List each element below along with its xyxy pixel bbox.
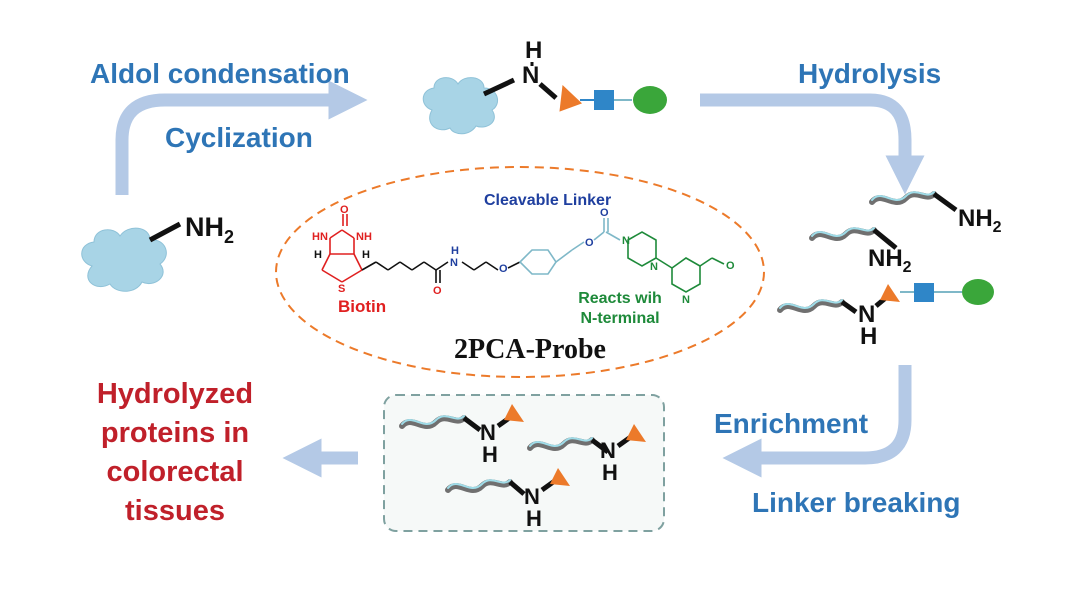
- atom-h: H: [482, 442, 498, 467]
- atom-s: S: [338, 283, 345, 295]
- svg-text:NH2: NH2: [868, 245, 912, 276]
- enriched-peptide-2: N H: [530, 424, 646, 485]
- peptide-labeled: N H: [780, 279, 994, 350]
- peptide-nh2-a: NH2: [872, 192, 1002, 236]
- atom-n: N: [524, 484, 540, 509]
- linker-moiety: [518, 218, 621, 275]
- arrow-aldol: [115, 80, 368, 195]
- enriched-peptide-3: N H: [448, 468, 570, 531]
- probe-title: 2PCA-Probe: [454, 334, 606, 365]
- atom-hn: HN: [312, 231, 328, 243]
- atom-o: O: [726, 260, 735, 272]
- arrow-enrichment: [722, 365, 912, 478]
- result-line-1: Hydrolyzed: [97, 378, 253, 410]
- atom-nh: NH: [356, 231, 372, 243]
- atom-h: H: [451, 245, 459, 257]
- atom-n: N: [622, 235, 630, 247]
- reacts-line-1: Reacts wih: [578, 290, 662, 307]
- triangle-icon: [550, 468, 570, 486]
- triangle-icon: [880, 284, 900, 302]
- nh2-label: NH: [868, 245, 903, 272]
- peptide-fragments-right: NH2 NH2 N H: [780, 192, 1002, 350]
- atom-o: O: [600, 207, 609, 219]
- protein-free-nterm: NH2: [81, 212, 234, 292]
- atom-h: H: [860, 323, 877, 350]
- probe-structure: O HN NH H H S O H N O O O N N: [312, 192, 735, 365]
- reacts-line-2: N-terminal: [580, 310, 659, 327]
- atom-h: H: [525, 37, 542, 64]
- label-hydrolysis: Hydrolysis: [798, 58, 941, 89]
- pca-moiety: [627, 231, 725, 293]
- atom-n: N: [858, 301, 875, 328]
- peptide-nh2-b: NH2: [812, 228, 912, 276]
- cleavable-linker-label: Cleavable Linker: [484, 192, 611, 209]
- nh2-subscript: 2: [903, 259, 912, 276]
- nh2-label: NH: [958, 205, 993, 232]
- atom-o: O: [499, 263, 508, 275]
- protein-cloud-icon: [422, 77, 499, 135]
- enriched-peptide-1: N H: [402, 404, 524, 467]
- biotin-chain: [361, 261, 521, 283]
- atom-n: N: [650, 261, 658, 273]
- result-line-2: proteins in: [101, 417, 249, 449]
- square-icon: [594, 90, 614, 110]
- label-cyclization: Cyclization: [165, 122, 313, 153]
- nh2-label: NH: [185, 212, 224, 242]
- atom-n: N: [522, 62, 539, 89]
- atom-h: H: [602, 460, 618, 485]
- biotin-moiety: [321, 214, 363, 283]
- nh2-subscript: 2: [224, 227, 234, 247]
- result-line-3: colorectal: [107, 456, 244, 488]
- square-icon: [914, 283, 934, 302]
- svg-text:NH2: NH2: [185, 212, 234, 247]
- label-enrichment: Enrichment: [714, 408, 868, 439]
- atom-n: N: [480, 420, 496, 445]
- label-aldol-condensation: Aldol condensation: [90, 58, 350, 89]
- label-linker-breaking: Linker breaking: [752, 487, 961, 518]
- atom-n: N: [450, 257, 458, 269]
- atom-n: N: [682, 294, 690, 306]
- triangle-icon: [559, 84, 583, 112]
- circle-icon: [962, 279, 994, 305]
- atom-h: H: [362, 249, 370, 261]
- protein-labeled: N H: [422, 37, 667, 135]
- result-line-4: tissues: [125, 495, 225, 527]
- triangle-icon: [504, 404, 524, 422]
- enriched-peptides-box: [383, 394, 665, 532]
- atom-o: O: [433, 285, 442, 297]
- atom-h: H: [314, 249, 322, 261]
- biotin-label: Biotin: [338, 297, 386, 316]
- result-label: Hydrolyzed proteins in colorectal tissue…: [97, 378, 253, 527]
- atom-h: H: [526, 506, 542, 531]
- atom-o: O: [585, 237, 594, 249]
- protein-cloud-icon: [81, 227, 167, 292]
- nh2-subscript: 2: [993, 219, 1002, 236]
- probe-ellipse: [275, 166, 765, 378]
- svg-text:NH2: NH2: [958, 205, 1002, 236]
- triangle-icon: [626, 424, 646, 442]
- atom-o: O: [340, 204, 349, 216]
- atom-n: N: [600, 438, 616, 463]
- circle-icon: [633, 86, 667, 114]
- arrow-hydrolysis: [700, 93, 925, 195]
